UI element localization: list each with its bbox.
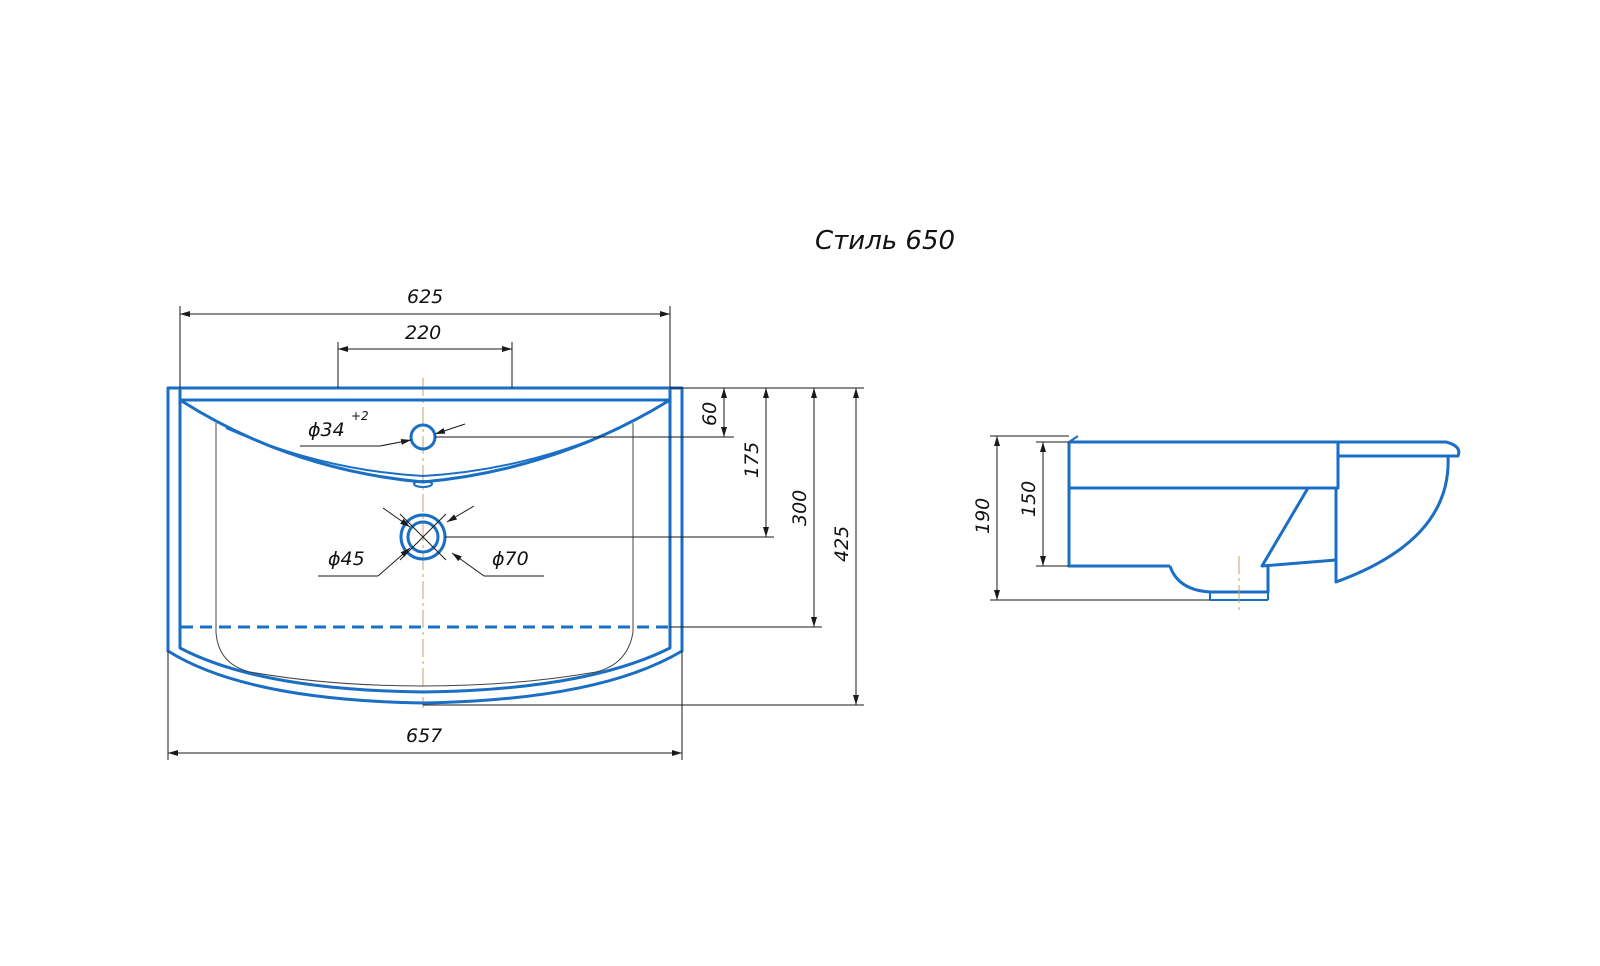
side-front-rim: [1338, 440, 1461, 458]
side-wall-plate: [1067, 442, 1170, 568]
basin-inner-outline: [178, 400, 672, 694]
dim-height-190: 190: [972, 498, 994, 534]
dim-depth-300: 300: [789, 490, 811, 526]
drawing-title: Стиль 650: [815, 226, 955, 256]
side-top-deck: [1069, 440, 1340, 490]
dim-drain-outer: ϕ70: [492, 548, 529, 570]
dim-width-625: 625: [407, 286, 443, 308]
dim-faucet-hole: ϕ34: [308, 419, 345, 441]
drain-inner: [406, 520, 440, 554]
overflow-slot: [413, 480, 433, 488]
dim-drain-inner: ϕ45: [328, 548, 365, 570]
dim-depth-60: 60: [699, 402, 721, 426]
top-view: 625 220 657 ϕ34 +2 ϕ45 ϕ70: [166, 286, 864, 760]
dim-depth-425: 425: [831, 526, 853, 562]
side-bowl-outer: [1334, 455, 1450, 584]
bowl-back-curve: [179, 398, 671, 484]
countertop-cut-line: [178, 400, 672, 629]
side-view: 190 150: [972, 435, 1461, 610]
dim-depth-175: 175: [741, 442, 763, 478]
bowl-back-curve-inner: [225, 427, 621, 478]
dim-faucet-hole-tolerance: +2: [351, 409, 369, 423]
basin-back-rim: [178, 388, 672, 402]
dim-width-657: 657: [406, 725, 442, 747]
basin-outer-outline: [166, 386, 684, 705]
side-drain: [1168, 565, 1270, 594]
dim-height-150: 150: [1018, 481, 1040, 517]
side-bowl-inner: [1260, 487, 1337, 568]
dim-faucet-spacing-220: 220: [405, 322, 441, 344]
bowl-inner-wall: [215, 423, 634, 687]
